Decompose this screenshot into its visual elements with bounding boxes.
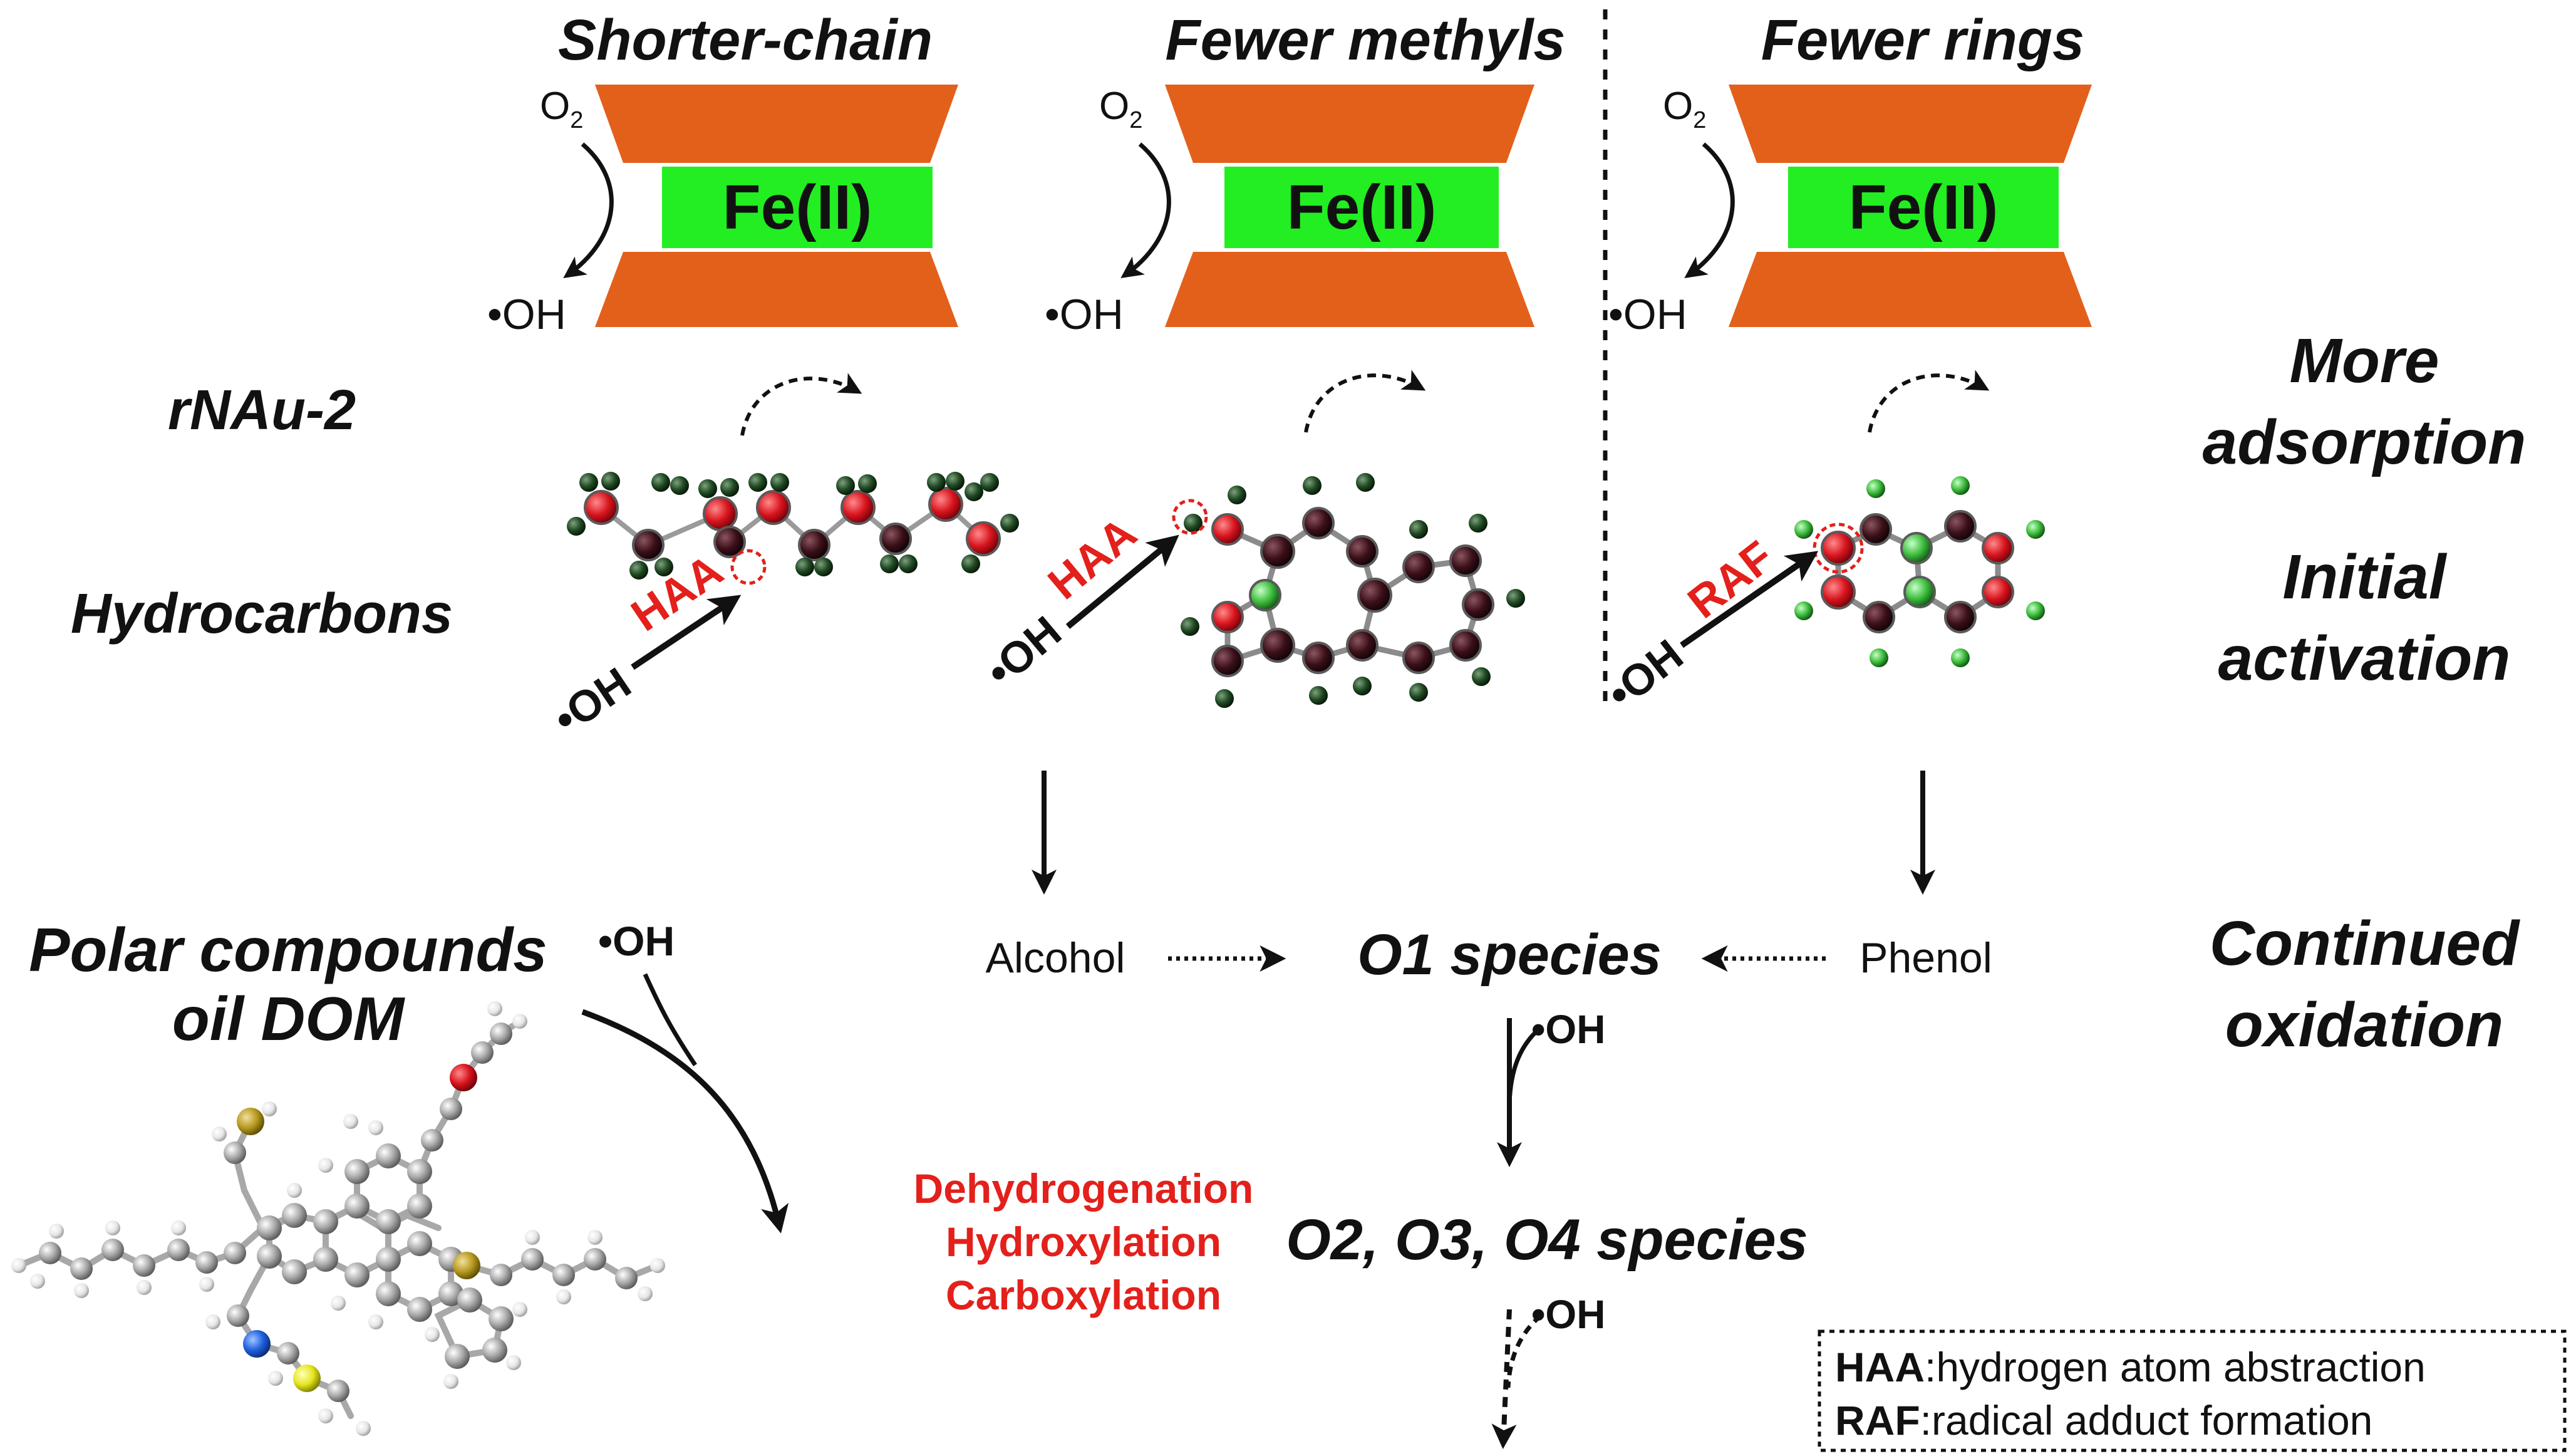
polar-oh-join-curve <box>643 973 697 1066</box>
reaction-dehydrogenation: Dehydrogenation <box>914 1165 1254 1212</box>
o2-to-oh-arrow-1 <box>563 142 614 279</box>
attack-2: HAA •OH <box>977 508 1179 696</box>
attack-arrow-3 <box>1680 551 1819 648</box>
oh-join-curve-1 <box>1507 1026 1543 1103</box>
legend-desc-haa: :hydrogen atom abstraction <box>1925 1344 2426 1390</box>
aromatic3-hydrogen-atoms <box>1794 476 2045 667</box>
attack-arrow-1 <box>631 595 742 670</box>
fe-label-1: Fe(II) <box>723 172 872 242</box>
oh-label-3: •OH <box>1608 291 1687 338</box>
attack-arrow-2 <box>1065 534 1179 629</box>
reaction-carboxylation: Carboxylation <box>946 1272 1221 1318</box>
label-oil-dom: oil DOM <box>172 984 406 1053</box>
legend-abbr-haa: HAA <box>1835 1344 1925 1390</box>
molecule-polar-dom <box>11 1001 665 1436</box>
dashed-curve-arrow-3 <box>1868 370 1990 433</box>
label-activation: activation <box>2218 623 2511 694</box>
column-header-fewer-methyls: Fewer methyls <box>1165 8 1565 72</box>
polar-main-arrow <box>581 1009 789 1234</box>
fe-trapezoid-top-2 <box>1165 85 1534 163</box>
alkane-carbon-atoms <box>584 487 1001 561</box>
label-polar-compounds: Polar compounds <box>29 915 547 984</box>
fe-trapezoid-bottom-3 <box>1729 252 2092 327</box>
reaction-hydroxylation: Hydroxylation <box>946 1219 1221 1265</box>
dashed-curve-arrow-2 <box>1304 370 1426 433</box>
legend-desc-raf: :radical adduct formation <box>1920 1397 2373 1443</box>
label-more: More <box>2290 326 2439 396</box>
aromatic2-hydrogen-atoms <box>1181 473 1525 708</box>
aromatic2-carbon-atoms <box>1211 507 1494 677</box>
mechanism-label-haa-1: HAA <box>623 545 732 642</box>
dom-sulfur-atom-3 <box>293 1365 321 1392</box>
legend-item-haa: HAA:hydrogen atom abstraction <box>1835 1344 2426 1390</box>
fe-trapezoid-top-1 <box>595 85 958 163</box>
dashed-down-arrow-final <box>1491 1309 1517 1449</box>
o2-label-2: O2 <box>1099 85 1142 133</box>
attack-3: RAF •OH <box>1598 531 1819 719</box>
o2-to-oh-arrow-3 <box>1684 142 1735 279</box>
polar-oh-label: •OH <box>598 918 675 964</box>
molecule-aromatic-rings <box>1794 476 2045 667</box>
oh-label-1: •OH <box>487 291 566 338</box>
molecule-methyl-aromatic <box>1172 473 1525 708</box>
fe-label-3: Fe(II) <box>1849 172 1999 242</box>
fe-box-3 <box>1788 167 2059 248</box>
fe-unit-1: Fe(II) O2 •OH <box>487 85 958 436</box>
fe-box-2 <box>1224 167 1499 248</box>
fe-unit-3: Fe(II) O2 •OH <box>1608 85 2092 433</box>
label-o1-species: O1 species <box>1357 923 1662 987</box>
fe-trapezoid-top-3 <box>1729 85 2092 163</box>
fe-trapezoid-bottom-2 <box>1165 252 1534 327</box>
fe-trapezoid-bottom-1 <box>595 252 958 327</box>
label-initial: Initial <box>2282 542 2447 612</box>
legend: HAA:hydrogen atom abstraction RAF:radica… <box>1818 1329 2567 1452</box>
column-header-shorter-chain: Shorter-chain <box>558 8 933 72</box>
o2-to-oh-arrow-2 <box>1120 142 1171 279</box>
label-rnau-2: rNAu-2 <box>168 379 356 442</box>
o2-label-1: O2 <box>540 85 583 133</box>
dashed-curve-arrow-1 <box>740 373 862 436</box>
legend-abbr-raf: RAF <box>1835 1397 1920 1443</box>
legend-item-raf: RAF:radical adduct formation <box>1835 1397 2372 1443</box>
alkane-hydrogen-atoms <box>567 472 1019 580</box>
mechanism-label-haa-2: HAA <box>1039 508 1146 610</box>
oh-label-2: •OH <box>1045 291 1124 338</box>
o2-label-3: O2 <box>1663 85 1706 133</box>
dom-sulfur-atom-1 <box>237 1108 264 1135</box>
label-phenol: Phenol <box>1860 934 1992 982</box>
fe-unit-2: Fe(II) O2 •OH <box>1045 85 1534 433</box>
attack-site-marker-2 <box>1172 499 1208 535</box>
molecule-alkane-chain <box>567 472 1019 585</box>
legend-box <box>1818 1329 2567 1452</box>
label-continued: Continued <box>2210 908 2520 979</box>
attack-site-marker-3 <box>1813 523 1864 574</box>
fe-box-1 <box>662 167 933 248</box>
oh-label-pathway-1: •OH <box>1531 1007 1605 1052</box>
attacker-oh-2: •OH <box>977 606 1070 696</box>
oh-label-pathway-2: •OH <box>1531 1292 1605 1337</box>
label-o234-species: O2, O3, O4 species <box>1286 1208 1808 1272</box>
label-adsorption: adsorption <box>2203 407 2527 477</box>
attacker-oh-3: •OH <box>1598 630 1692 719</box>
attacker-oh-1: •OH <box>545 658 639 744</box>
dom-hydrogen-atoms <box>11 1001 665 1436</box>
dom-bonds <box>16 1018 661 1419</box>
aromatic3-carbon-atoms <box>1821 510 2014 633</box>
dom-carbon-atoms <box>39 1022 638 1402</box>
label-alcohol: Alcohol <box>985 934 1125 982</box>
dom-sulfur-atom-2 <box>453 1252 480 1279</box>
label-hydrocarbons: Hydrocarbons <box>71 583 453 645</box>
dom-oxygen-atom <box>450 1064 477 1091</box>
dom-nitrogen-atom <box>243 1330 271 1358</box>
label-oxidation: oxidation <box>2225 990 2503 1060</box>
fe-label-2: Fe(II) <box>1287 172 1437 242</box>
column-header-fewer-rings: Fewer rings <box>1761 8 2084 72</box>
attack-site-marker-1 <box>730 549 767 585</box>
